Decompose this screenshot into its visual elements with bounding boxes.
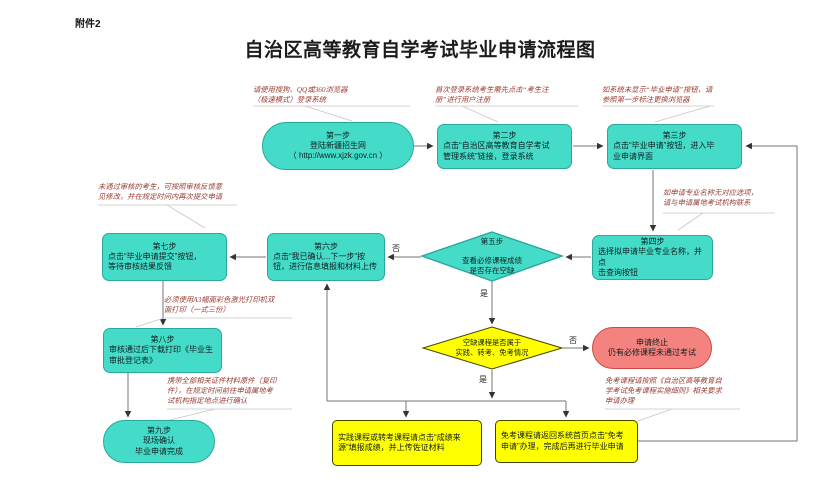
step2-title: 第二步: [492, 131, 517, 141]
edge-label-yes-gap: 是: [480, 289, 488, 298]
page-title: 自治区高等教育自学考试毕业申请流程图: [244, 40, 596, 61]
connector-note-exempt-step3: [638, 142, 798, 442]
step8-title: 第八步: [150, 335, 175, 345]
annotation-browser: 请使用搜狗、QQ或360浏览器 （极速模式）登录系统: [253, 85, 348, 104]
node-note-exempt: 免考课程请返回系统首页点击“免考 申请”办理，完成后再进行毕业申请: [495, 420, 638, 463]
node-step6: 第六步 点击“我已确认...下一步”按 钮，进行信息填报和材料上传: [267, 233, 385, 281]
annotation-resubmit: 未通过审核的考生，可按照审核反馈意 见修改，并在规定时间内再次提交申请: [98, 182, 223, 201]
annotation-no-major: 如申请专业名称无对应选项， 请与申请属地考试机构联系: [663, 188, 758, 207]
node-step3: 第三步 点击“毕业申请”按钮，进入毕 业申请界面: [607, 124, 742, 169]
edge-label-no-step6: 否: [392, 244, 400, 253]
note-practice-body: 实践课程或转考课程请点击“成绩来 源”填报成绩，并上传佐证材料: [338, 432, 461, 452]
leader-browser-pointer: [304, 105, 353, 122]
leader-register-pointer: [461, 105, 499, 123]
node-step7: 第七步 点击“毕业申请提交”按钮， 等待审核结果反馈: [102, 233, 227, 281]
annotation-register: 首次登录系统考生需先点击“考生注 册”进行用户注册: [435, 85, 549, 104]
node-step5-decision: 第五步 查看必修课程成绩 是否存在空缺: [432, 227, 552, 286]
leader-exempt-rule-pointer: [637, 408, 673, 422]
annotation-exempt-rule: 免考课程请按照《自治区高等教育自 学考试免考课程实施细则》相关要求 申请办理: [605, 376, 722, 405]
annotation-no-button: 如系统未显示“毕业申请”按钮，请 参照第一步标注更换浏览器: [602, 85, 713, 104]
step1-body: 登陆新疆招生网 （ http://www.xjzk.gov.cn ）: [288, 140, 388, 161]
node-step4: 第四步 选择拟申请毕业专业名称，并点 击查询按钮: [592, 235, 713, 280]
node-terminate: 申请终止 仍有必修课程未通过考试: [592, 327, 712, 369]
step2-body: 点击“自治区高等教育自学考试 管理系统”链接，登录系统: [443, 141, 550, 161]
node-gap-decision: 空缺课程是否属于 实践、转考、免考情况: [427, 329, 557, 367]
edge-label-no-terminate: 否: [569, 336, 577, 345]
node-step2: 第二步 点击“自治区高等教育自学考试 管理系统”链接，登录系统: [437, 124, 572, 169]
step6-body: 点击“我已确认...下一步”按 钮，进行信息填报和材料上传: [273, 251, 377, 272]
step4-body: 选择拟申请毕业专业名称，并点 击查询按钮: [598, 247, 702, 277]
step7-title: 第七步: [152, 241, 177, 251]
edge-label-yes-branch: 是: [479, 375, 487, 384]
step4-title: 第四步: [640, 237, 665, 247]
leader-no-button-pointer: [654, 105, 711, 123]
annotation-print: 必须使用A3幅面彩色激光打印机双 面打印（一式三份）: [164, 295, 275, 314]
step5-title: 第五步: [480, 236, 504, 246]
step1-title: 第一步: [326, 130, 350, 140]
attachment-label: 附件2: [75, 19, 101, 30]
node-step9: 第九步 现场确认 毕业申请完成: [103, 420, 215, 463]
step3-body: 点击“毕业申请”按钮，进入毕 业申请界面: [613, 141, 715, 161]
step6-title: 第六步: [314, 241, 338, 251]
step9-title: 第九步: [147, 426, 171, 436]
step7-body: 点击“毕业申请提交”按钮， 等待审核结果反馈: [108, 251, 202, 272]
node-step8: 第八步 审核通过后下载打印《毕业生 审批登记表》: [103, 328, 222, 373]
note-exempt-body: 免考课程请返回系统首页点击“免考 申请”办理，完成后再进行毕业申请: [501, 431, 624, 451]
leader-materials-pointer: [169, 408, 216, 421]
step8-body: 审核通过后下载打印《毕业生 审批登记表》: [109, 345, 213, 365]
decision-step5-shape: [419, 231, 565, 282]
leader-no-major-pointer: [677, 212, 704, 231]
terminate-title: 申请终止: [636, 337, 668, 347]
node-note-practice: 实践课程或转考课程请点击“成绩来 源”填报成绩，并上传佐证材料: [332, 420, 482, 466]
leader-print-pointer: [135, 317, 165, 328]
step5-body: 查看必修课程成绩 是否存在空缺: [462, 256, 522, 275]
step9-body: 现场确认 毕业申请完成: [135, 436, 183, 456]
step3-title: 第三步: [662, 131, 687, 141]
terminate-body: 仍有必修课程未通过考试: [608, 348, 696, 357]
node-step1: 第一步 登陆新疆招生网 （ http://www.xjzk.gov.cn ）: [262, 122, 414, 170]
annotation-materials: 携带全部相关证件材料原件（复印 件），在规定时间前往申请属地考 试机构指定地点进…: [167, 376, 277, 405]
decision-gap-shape: [421, 326, 564, 370]
leader-resubmit-pointer: [166, 204, 206, 229]
gap-decision-body: 空缺课程是否属于 实践、转考、免考情况: [455, 338, 529, 357]
